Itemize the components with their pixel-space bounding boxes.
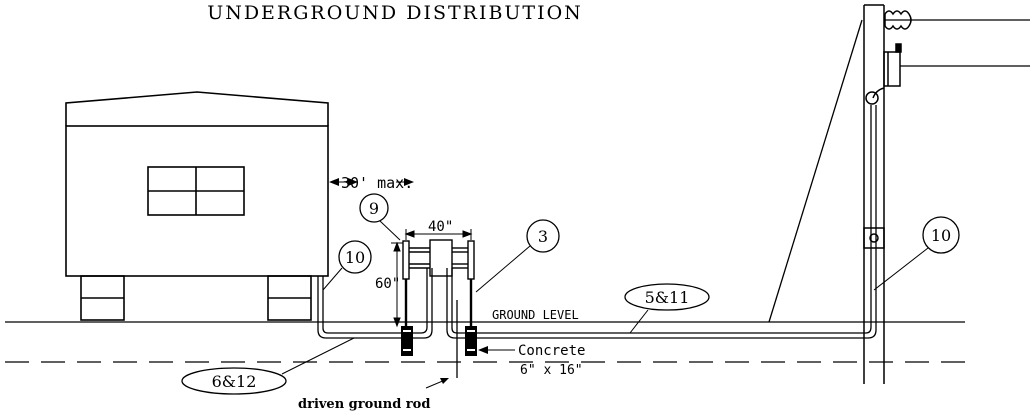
svg-text:5&11: 5&11 [645, 288, 690, 307]
concrete-footing-left [401, 326, 413, 356]
dimension-60in [391, 241, 403, 328]
concrete-label: Concrete [518, 343, 585, 359]
dimension-arrow-right [348, 178, 358, 186]
pole-transformer [883, 51, 901, 87]
diagram-title: UNDERGROUND DISTRIBUTION [207, 2, 583, 24]
meter-box [429, 239, 453, 277]
dimension-40in [404, 229, 473, 240]
dimension-40in-label: 40" [428, 219, 453, 235]
dimension-30ft-label: 30' max. [341, 174, 413, 192]
underground-cable-post-to-pole [446, 105, 877, 339]
meter-post [402, 239, 475, 326]
callout-6-12: 6&12 [181, 337, 355, 395]
dimension-arrow-left [329, 178, 339, 186]
concrete-size-label: 6" x 16" [520, 363, 583, 378]
pole-guy-wire [768, 19, 863, 323]
pole-weatherhead [865, 91, 879, 105]
callout-3: 3 [475, 219, 560, 293]
home-roof [65, 91, 329, 126]
dimension-60in-label: 60" [375, 276, 400, 292]
concrete-footing-right [465, 326, 477, 356]
dimension-30ft-max: 30' max. [329, 174, 414, 192]
callout-10-left: 10 [322, 240, 372, 291]
ground-level-label: GROUND LEVEL [492, 308, 579, 322]
svg-text:6&12: 6&12 [212, 372, 257, 391]
post-upright-right [467, 240, 475, 280]
svg-text:9: 9 [369, 199, 379, 218]
svg-text:3: 3 [538, 227, 548, 246]
driven-ground-rod-label: driven ground rod [298, 397, 430, 412]
pole-disconnect-box [863, 227, 885, 249]
callout-10-right: 10 [873, 216, 960, 291]
underground-cable-home-to-post [317, 268, 433, 339]
svg-text:10: 10 [931, 226, 951, 245]
callout-9: 9 [359, 193, 401, 241]
mobile-home [65, 91, 329, 321]
callout-5-11: 5&11 [624, 283, 710, 334]
home-wall [65, 125, 329, 277]
pole-insulator [884, 10, 912, 30]
svg-text:10: 10 [345, 248, 365, 267]
utility-pole [768, 4, 1030, 384]
post-upright-left [402, 240, 410, 280]
